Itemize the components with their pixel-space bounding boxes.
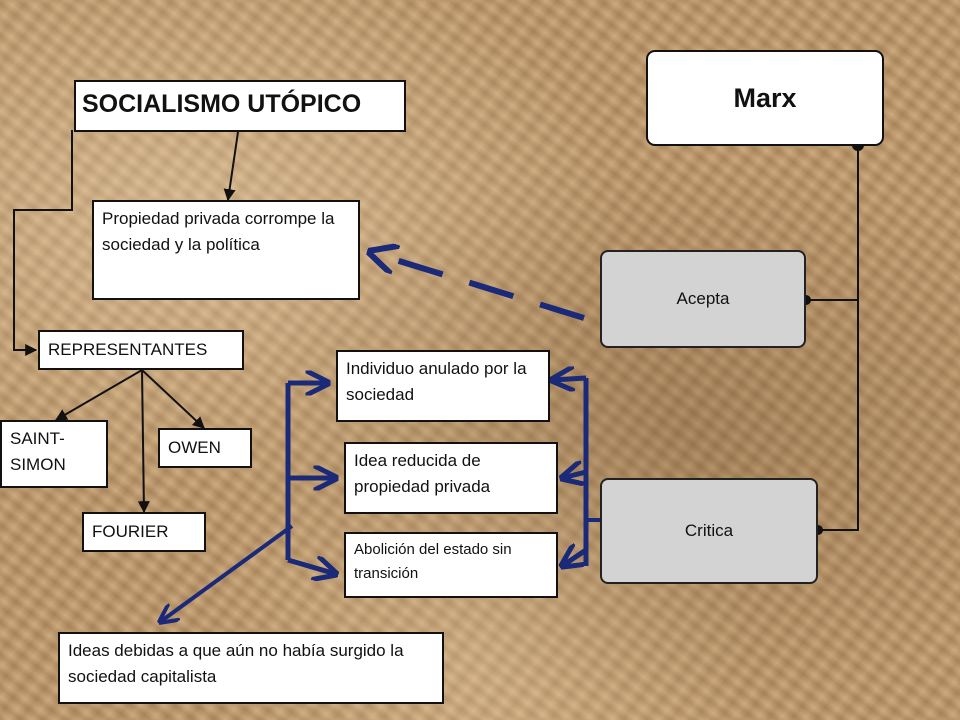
connector-rep-to-owen bbox=[141, 369, 205, 429]
arrow-bracket-to-abolicion bbox=[287, 560, 336, 574]
connector-marx-to-critica bbox=[818, 300, 859, 531]
acepta-node: Acepta bbox=[600, 250, 806, 348]
arrow-bracket-to-ideas bbox=[160, 524, 294, 622]
arrow-critica-to-abolicion bbox=[562, 550, 586, 566]
owen-box: OWEN bbox=[158, 428, 252, 468]
connector-title-to-propiedad bbox=[223, 131, 239, 202]
saint-simon-box: SAINT-SIMON bbox=[0, 420, 108, 488]
connector-rep-to-saint-simon bbox=[54, 369, 143, 421]
critica-node: Critica bbox=[600, 478, 818, 584]
connector-title-to-representantes bbox=[13, 130, 73, 356]
representantes-box: REPRESENTANTES bbox=[38, 330, 244, 370]
connector-rep-to-fourier bbox=[137, 369, 150, 514]
marx-box: Marx bbox=[646, 50, 884, 146]
arrow-critica-to-idea bbox=[562, 472, 586, 478]
fourier-box: FOURIER bbox=[82, 512, 206, 552]
individuo-box: Individuo anulado por la sociedad bbox=[336, 350, 550, 422]
arrow-critica-to-individuo bbox=[552, 378, 587, 380]
title-box: SOCIALISMO UTÓPICO bbox=[74, 80, 406, 132]
idea-box: Idea reducida de propiedad privada bbox=[344, 442, 558, 514]
ideas-box: Ideas debidas a que aún no había surgido… bbox=[58, 632, 444, 704]
connector-marx-to-acepta bbox=[806, 145, 859, 301]
abolicion-box: Abolición del estado sin transición bbox=[344, 532, 558, 598]
arrow-acepta-to-propiedad bbox=[370, 252, 585, 321]
propiedad-box: Propiedad privada corrompe la sociedad y… bbox=[92, 200, 360, 300]
